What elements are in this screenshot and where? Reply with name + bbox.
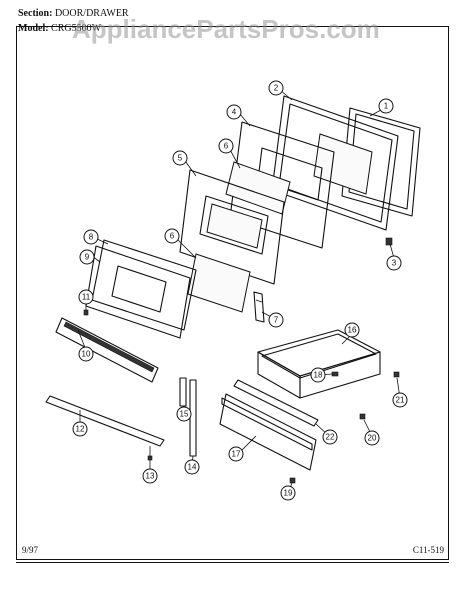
part-slide-short	[179, 377, 187, 407]
part-screw-11	[83, 304, 89, 316]
svg-text:11: 11	[82, 293, 91, 302]
section-heading: Section: DOOR/DRAWER	[18, 8, 129, 19]
svg-text:3: 3	[392, 259, 397, 268]
svg-text:14: 14	[188, 463, 197, 472]
callout-12: 12	[72, 421, 88, 437]
callout-7: 7	[268, 312, 284, 328]
svg-text:22: 22	[326, 433, 335, 442]
watermark: AppliancePartsPros.com	[72, 14, 380, 44]
model-heading: Model: CRG5500W	[18, 23, 101, 34]
svg-text:5: 5	[178, 154, 183, 163]
callout-6-lower: 6	[164, 228, 180, 244]
part-inner-liner	[271, 95, 399, 246]
model-label: Model:	[18, 23, 49, 34]
callout-22: 22	[322, 429, 338, 445]
part-door-frame	[179, 169, 285, 285]
callout-14: 14	[184, 459, 200, 475]
svg-text:21: 21	[396, 396, 405, 405]
part-slide-long	[189, 379, 197, 457]
svg-text:12: 12	[76, 425, 85, 434]
part-drawer-body	[257, 329, 381, 399]
part-window-glass-upper	[225, 161, 291, 215]
callout-19: 19	[280, 485, 296, 501]
svg-text:19: 19	[284, 489, 293, 498]
svg-text:2: 2	[274, 84, 279, 93]
part-screw-13	[147, 446, 153, 461]
footer-date: 9/97	[22, 545, 39, 555]
callout-15: 15	[176, 406, 192, 422]
svg-text:13: 13	[146, 472, 155, 481]
callout-16: 16	[344, 322, 360, 338]
callout-10: 10	[78, 346, 94, 362]
part-drawer-front	[219, 393, 317, 471]
part-drawer-glide	[331, 371, 339, 377]
svg-text:6: 6	[170, 232, 175, 241]
callout-5: 5	[172, 150, 188, 166]
callout-8: 8	[83, 229, 99, 245]
callout-18: 18	[310, 367, 326, 383]
svg-text:18: 18	[314, 371, 323, 380]
section-label: Section:	[18, 8, 53, 19]
part-clip	[393, 371, 400, 378]
section-value: DOOR/DRAWER	[54, 8, 129, 19]
callout-2: 2	[268, 80, 284, 96]
callout-17: 17	[228, 446, 244, 462]
svg-text:16: 16	[348, 326, 357, 335]
callout-11: 11	[78, 289, 94, 305]
diagram-frame	[16, 26, 449, 560]
part-outer-door	[85, 239, 197, 339]
svg-text:15: 15	[180, 410, 189, 419]
part-window-glass-lower	[187, 253, 251, 313]
svg-text:4: 4	[232, 108, 237, 117]
callout-6-upper: 6	[218, 138, 234, 154]
bottom-rule	[16, 562, 449, 569]
part-hinge-bracket	[253, 291, 265, 323]
svg-text:1: 1	[384, 102, 389, 111]
part-screw-19	[289, 477, 296, 484]
callout-3: 3	[386, 255, 402, 271]
callout-9: 9	[79, 249, 95, 265]
svg-text:20: 20	[368, 434, 377, 443]
callout-1: 1	[378, 98, 394, 114]
footer-code: C11-519	[412, 545, 444, 555]
svg-text:6: 6	[224, 142, 229, 151]
part-bumper	[359, 413, 366, 420]
callout-4: 4	[226, 104, 242, 120]
part-drawer-top	[233, 379, 319, 427]
part-door-handle	[55, 317, 159, 383]
model-value: CRG5500W	[51, 23, 102, 34]
svg-text:10: 10	[82, 350, 91, 359]
callout-13: 13	[142, 468, 158, 484]
callout-21: 21	[392, 392, 408, 408]
svg-text:17: 17	[232, 450, 241, 459]
svg-text:8: 8	[89, 233, 94, 242]
callout-20: 20	[364, 430, 380, 446]
svg-text:9: 9	[85, 253, 90, 262]
part-drawer-trim	[45, 395, 165, 447]
svg-text:7: 7	[274, 316, 279, 325]
